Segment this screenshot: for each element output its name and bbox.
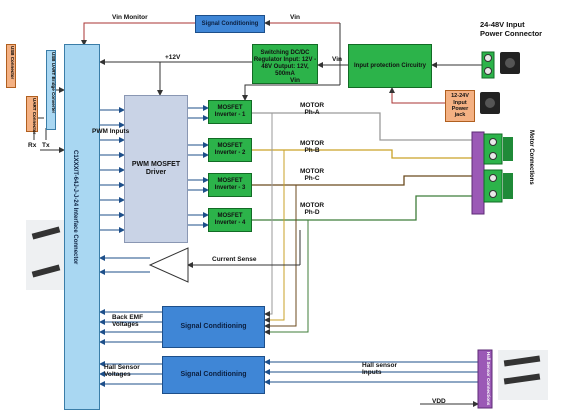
vin-to-mosfets-wire [242, 84, 340, 101]
hall-inputs-label: Hall sensor Inputs [362, 362, 397, 376]
uart-connector-block [26, 96, 38, 132]
hall-voltages-label-line-1: Hall Sensor [104, 364, 140, 371]
vin-label-low: Vin [290, 77, 300, 84]
motor-phb-label-line-2: Ph-B [304, 147, 320, 154]
phase-b-wire [252, 149, 484, 159]
phase-a-wire [252, 112, 484, 141]
signal-conditioning-emf-label: Signal Conditioning [180, 322, 247, 330]
vin-monitor-wire [81, 22, 195, 46]
motor-phb-label-line-1: MOTOR [300, 140, 325, 147]
hall-sensor-connections-label: Hall Sensor Connections [486, 352, 491, 406]
power-jack-wire [389, 87, 445, 104]
tx-label: Tx [42, 142, 50, 149]
input-power-connector-title: 24-48V Input Power Connector [480, 20, 542, 38]
mosfet-inverter-3-block: MOSFET Inverter - 3 [208, 173, 252, 197]
current-sense-amplifier [148, 247, 189, 283]
signal-conditioning-top-block: Signal Conditioning [195, 15, 265, 33]
back-emf-output-wires [99, 309, 162, 345]
rx-label: Rx [28, 142, 37, 149]
pwm-input-wires [100, 107, 125, 233]
driver-to-mosfet-wires [188, 105, 209, 228]
power-terminal-block [481, 51, 495, 79]
motor-pha-label-line-1: MOTOR [300, 102, 325, 109]
input-power-connector-title-line-1: 24-48V Input [480, 20, 525, 29]
pin-header-icon-right [498, 350, 548, 400]
pin-header-icon-left [26, 220, 66, 290]
hall-voltages-label-line-2: Voltages [104, 371, 131, 378]
motor-pha-label: MOTOR Ph-A [300, 102, 324, 116]
signal-conditioning-hall-block: Signal Conditioning [162, 356, 265, 394]
vin-label-top: Vin [290, 14, 300, 21]
motor-connections-label: Motor Connections [528, 130, 534, 185]
mosfet-inverter-1-block: MOSFET Inverter - 1 [208, 100, 252, 124]
input-power-jack-label: 12-24V Input Power jack [451, 93, 469, 119]
dc-barrel-jack-icon [480, 52, 520, 114]
mosfet-inverter-1-label: MOSFET Inverter - 1 [214, 105, 246, 118]
switching-regulator-label: Switching DC/DC Regulator Input: 12V - 4… [253, 50, 317, 77]
current-sense-label: Current Sense [212, 256, 257, 263]
pwm-driver-label: PWM MOSFET Driver [131, 160, 181, 176]
phase-d-wire [252, 195, 484, 221]
signal-conditioning-emf-block: Signal Conditioning [162, 306, 265, 348]
usb-uart-bridge-block [46, 50, 56, 130]
signal-conditioning-top-label: Signal Conditioning [201, 20, 259, 27]
phase-c-wire [252, 175, 484, 186]
hall-output-wires [99, 361, 162, 387]
back-emf-label-line-1: Back EMF [112, 314, 144, 321]
signal-conditioning-hall-label: Signal Conditioning [180, 370, 247, 378]
motor-phc-label: MOTOR Ph-C [300, 168, 324, 182]
input-power-connector-title-line-2: Power Connector [480, 29, 543, 38]
usb-connector-label: USB Connector [10, 46, 15, 80]
interface-connector-block [64, 44, 100, 410]
hall-sensor-terminal [477, 349, 493, 409]
mosfet-inverter-3-label: MOSFET Inverter - 3 [214, 178, 246, 191]
motor-phd-label: MOTOR Ph-D [300, 202, 324, 216]
motor-pha-label-line-2: Ph-A [304, 109, 320, 116]
input-protection-block: Input protection Circuitry [348, 44, 432, 88]
hall-input-wires [264, 359, 478, 385]
input-power-jack-block: 12-24V Input Power jack [445, 90, 475, 122]
vin-monitor-label: Vin Monitor [112, 14, 148, 21]
hall-inputs-label-line-1: Hall sensor [362, 362, 398, 369]
motor-terminal-blocks [471, 131, 513, 215]
mosfet-inverter-4-label: MOSFET Inverter - 4 [214, 213, 246, 226]
uart-connector-label: UART Connector [32, 98, 37, 135]
motor-phd-label-line-1: MOTOR [300, 202, 325, 209]
motor-phc-label-line-1: MOTOR [300, 168, 325, 175]
mosfet-inverter-2-block: MOSFET Inverter - 2 [208, 138, 252, 162]
plus12v-wire [157, 61, 252, 96]
hall-inputs-label-line-2: Inputs [362, 369, 382, 376]
motor-phb-label: MOTOR Ph-B [300, 140, 324, 154]
back-emf-sense-wires [264, 113, 309, 335]
hall-voltages-label: Hall Sensor Voltages [104, 364, 140, 378]
input-protection-label: Input protection Circuitry [354, 62, 426, 69]
switching-regulator-block: Switching DC/DC Regulator Input: 12V - 4… [252, 44, 318, 84]
back-emf-label: Back EMF Voltages [112, 314, 143, 328]
mosfet-inverter-2-label: MOSFET Inverter - 2 [214, 143, 246, 156]
usb-connector-block [6, 44, 16, 88]
interface-connector-label: C1XXX/T-64J-J-J-24 Interface Connector [72, 150, 78, 265]
pwm-driver-block: PWM MOSFET Driver [124, 95, 188, 243]
plus12v-label: +12V [165, 54, 181, 61]
vdd-label: VDD [432, 398, 446, 405]
pwm-inputs-label: PWM Inputs [92, 128, 130, 135]
vin-label-mid: Vin [332, 56, 342, 63]
back-emf-label-line-2: Voltages [112, 321, 139, 328]
motor-phd-label-line-2: Ph-D [304, 209, 320, 216]
motor-phc-label-line-2: Ph-C [304, 175, 320, 182]
mosfet-inverter-4-block: MOSFET Inverter - 4 [208, 208, 252, 232]
usb-uart-bridge-label: USB UART Bridge Converter [51, 52, 56, 114]
